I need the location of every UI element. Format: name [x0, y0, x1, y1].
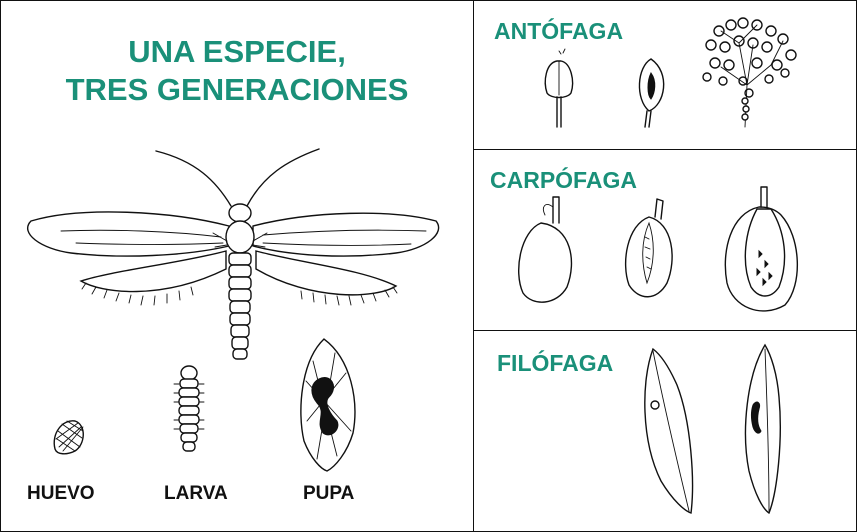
moth-illustration — [28, 149, 439, 359]
flower-bud-1 — [545, 49, 572, 127]
category-label-flower: ANTÓFAGA — [494, 18, 623, 45]
stage-label-pupa: PUPA — [303, 483, 354, 505]
fruit-olive-1 — [519, 197, 572, 302]
flower-bud-2 — [639, 59, 663, 127]
leaf-1 — [645, 349, 693, 513]
egg-illustration — [54, 421, 83, 454]
fruit-olive-2 — [626, 199, 672, 297]
stage-label-larva: LARVA — [164, 483, 228, 505]
category-label-fruit: CARPÓFAGA — [490, 167, 637, 194]
stage-label-egg: HUEVO — [27, 483, 95, 505]
fruit-olive-3 — [725, 187, 797, 311]
leaf-2 — [746, 345, 781, 513]
larva-illustration — [174, 366, 204, 451]
moth-abdomen — [229, 253, 251, 359]
pupa-illustration — [301, 339, 355, 471]
category-label-leaf: FILÓFAGA — [497, 350, 613, 377]
flower-cluster — [703, 18, 796, 127]
